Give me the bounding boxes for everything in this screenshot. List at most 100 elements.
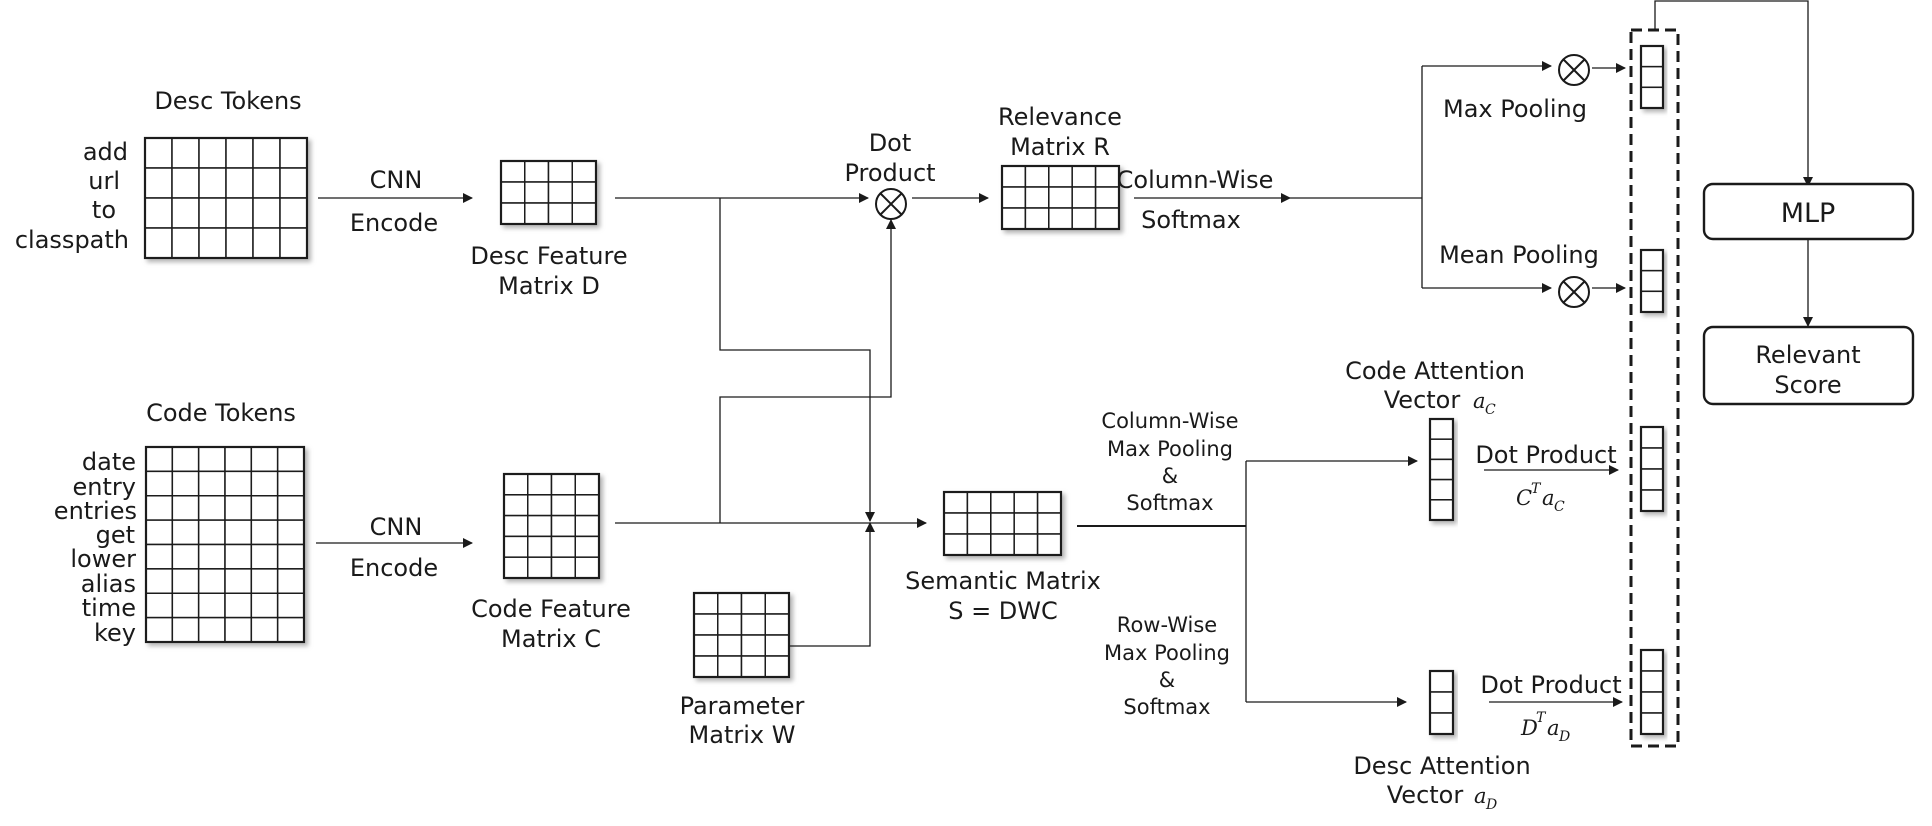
- matrix-cell: [145, 592, 174, 619]
- row-pooling-line2: Max Pooling: [1104, 641, 1230, 665]
- matrix-cell: [279, 137, 308, 169]
- matrix-cell: [943, 491, 969, 514]
- code-token-word: time: [82, 594, 136, 622]
- matrix-cell: [966, 491, 992, 514]
- matrix-cell: [1048, 186, 1073, 209]
- relevance-label-line2: Matrix R: [1010, 133, 1110, 161]
- matrix-cell: [1640, 45, 1664, 68]
- code-token-word: alias: [81, 570, 136, 598]
- matrix-cell: [224, 592, 253, 619]
- max-pooling-label: Max Pooling: [1443, 95, 1587, 123]
- code-dot-vector: [1639, 425, 1665, 513]
- mean-pooling-operator-icon: [1558, 276, 1590, 308]
- matrix-cell: [764, 655, 790, 678]
- matrix-cell: [503, 514, 529, 538]
- column-softmax-block: Column-Wise Softmax: [1117, 61, 1552, 293]
- desc-attention-block: Desc Attention Vector a D: [1353, 669, 1531, 813]
- matrix-cell: [500, 202, 526, 225]
- matrix-cell: [224, 446, 253, 473]
- matrix-cell: [145, 446, 174, 473]
- desc-token-word: add: [83, 138, 128, 166]
- mlp-block: MLP: [1702, 182, 1915, 327]
- matrix-cell: [503, 494, 529, 517]
- matrix-cell: [503, 556, 529, 579]
- matrix-frame: [1428, 669, 1455, 736]
- semantic-label-line2: S = DWC: [948, 597, 1058, 625]
- matrix-cell: [276, 592, 305, 619]
- desc-cnn-encoder: CNN Encode: [318, 166, 473, 237]
- desc-attention-subscript: D: [1485, 797, 1497, 813]
- matrix-cell: [1001, 165, 1027, 188]
- matrix-cell: [1640, 86, 1664, 109]
- row-pooling-line4: Softmax: [1123, 695, 1210, 719]
- matrix-cell: [1640, 290, 1664, 313]
- parameter-matrix: [692, 591, 791, 679]
- code-token-word: lower: [70, 545, 136, 573]
- mean-pooling-label: Mean Pooling: [1439, 241, 1599, 269]
- code-attention-vector: [1428, 417, 1455, 522]
- matrix-cell: [1640, 447, 1664, 470]
- code-dot-subscript: C: [1554, 499, 1565, 515]
- matrix-cell: [1640, 65, 1664, 89]
- desc-tokens-block: Desc Tokens add url to classpath: [15, 87, 309, 260]
- matrix-cell: [764, 592, 790, 615]
- max-pooled-vector: [1639, 44, 1665, 110]
- row-pooling-line3: &: [1159, 668, 1175, 692]
- column-pooling-line2: Max Pooling: [1107, 437, 1233, 461]
- matrix-cell: [966, 512, 992, 535]
- matrix-cell: [500, 160, 526, 183]
- matrix-cell: [550, 535, 576, 558]
- matrix-cell: [276, 495, 305, 521]
- relevance-label-line1: Relevance: [998, 103, 1122, 131]
- matrix-frame: [144, 445, 306, 644]
- relevant-score-box: [1702, 325, 1915, 406]
- code-tokens-title: Code Tokens: [146, 399, 296, 427]
- code-feature-matrix-block: Code Feature Matrix C: [471, 472, 631, 653]
- matrix-cell: [740, 655, 766, 678]
- matrix-cell: [197, 495, 226, 521]
- matrix-cell: [276, 519, 305, 546]
- semantic-matrix-block: Semantic Matrix S = DWC: [905, 490, 1101, 625]
- matrix-cell: [252, 137, 281, 169]
- matrix-cell: [527, 473, 553, 496]
- matrix-cell: [144, 227, 173, 259]
- matrix-cell: [1640, 670, 1664, 693]
- matrix-cell: [1640, 468, 1664, 491]
- max-pooling-block: Max Pooling: [1443, 54, 1626, 123]
- matrix-cell: [171, 470, 200, 497]
- max-pooling-operator-icon: [1558, 54, 1590, 86]
- code-token-word: get: [96, 521, 135, 549]
- matrix-cell: [224, 568, 253, 594]
- matrix-cell: [276, 616, 305, 643]
- code-token-word: entry: [73, 473, 136, 501]
- matrix-cell: [1429, 438, 1454, 461]
- matrix-cell: [1429, 478, 1454, 501]
- matrix-cell: [571, 160, 597, 183]
- matrix-frame: [1639, 44, 1665, 110]
- matrix-cell: [1071, 186, 1097, 209]
- matrix-cell: [693, 613, 719, 636]
- matrix-cell: [943, 533, 969, 556]
- matrix-cell: [990, 512, 1015, 535]
- matrix-cell: [527, 535, 553, 558]
- code-tokens-matrix: [144, 445, 306, 644]
- matrix-cell: [550, 556, 576, 579]
- code-dot-base: C: [1516, 486, 1532, 510]
- dot-product-operator-icon: [875, 188, 907, 220]
- matrix-cell: [550, 514, 576, 538]
- matrix-cell: [250, 616, 279, 643]
- row-pooling-line1: Row-Wise: [1117, 613, 1217, 637]
- matrix-cell: [145, 568, 174, 594]
- code-encode-label: Encode: [350, 554, 438, 582]
- matrix-cell: [279, 167, 308, 199]
- matrix-cell: [1640, 649, 1664, 672]
- matrix-cell: [171, 543, 200, 570]
- mean-pooling-block: Mean Pooling: [1439, 241, 1626, 308]
- matrix-cell: [224, 519, 253, 546]
- desc-attention-label-line1: Desc Attention: [1353, 752, 1530, 780]
- matrix-cell: [1024, 165, 1050, 188]
- matrix-cell: [503, 535, 529, 558]
- matrix-cell: [1094, 165, 1120, 188]
- matrix-cell: [966, 533, 992, 556]
- matrix-cell: [197, 543, 226, 570]
